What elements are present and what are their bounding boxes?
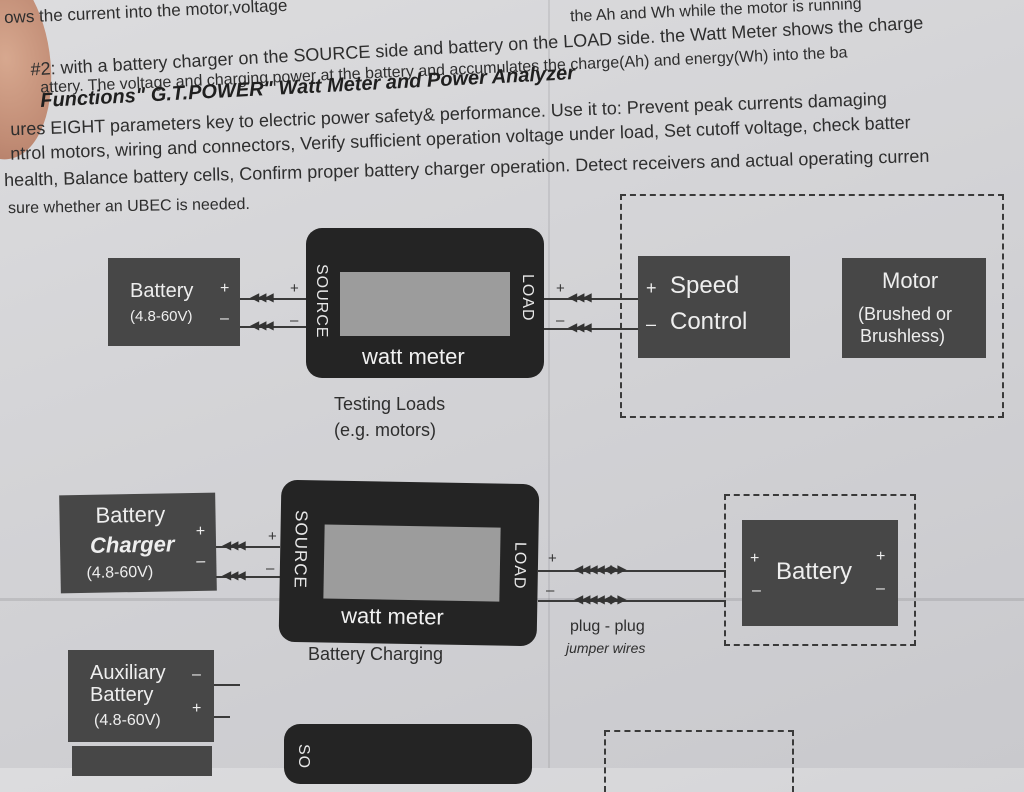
d2-battery-dashed-enclosure [724, 494, 916, 646]
paragraph-line-4: sure whether an UBEC is needed. [7, 195, 251, 218]
charger-minus-sign: – [196, 552, 206, 570]
d3-wire-1 [214, 684, 240, 686]
header-line-1: ows the current into the motor,voltage [3, 0, 288, 28]
meter-2-name: watt meter [340, 602, 444, 630]
d1-wire-plus-right [544, 298, 638, 300]
d2-src-plus: + [268, 528, 277, 545]
meter-1-display [340, 272, 510, 336]
d1-src-minus: – [290, 312, 299, 329]
d2-connector-minus-right: ◀◀◀◀◀▶▶ [574, 592, 627, 606]
auxiliary-battery-box: Auxiliary Battery (4.8-60V) – + [68, 650, 214, 742]
d1-load-plus: + [556, 280, 565, 297]
d2-connector-minus-left: ◀◀◀ [222, 568, 246, 582]
battery-box: Battery (4.8-60V) + – [108, 258, 240, 346]
motor-sub-1: (Brushed or [858, 304, 953, 324]
d2-connector-plus-right: ◀◀◀◀◀▶▶ [574, 562, 627, 576]
aux-range: (4.8-60V) [94, 712, 161, 729]
d1-src-plus: + [290, 280, 299, 297]
meter-1-name: watt meter [362, 344, 465, 369]
meter-2-display [323, 524, 501, 602]
watt-meter-1: SOURCE LOAD watt meter [306, 228, 544, 378]
charge-battery-box: + – + – Battery [742, 520, 898, 626]
charge-battery-minus-right: – [876, 580, 885, 597]
motor-label: Motor [882, 268, 939, 293]
d1-load-minus: – [556, 312, 565, 329]
battery-label: Battery [130, 280, 194, 302]
plug-caption-2: jumper wires [566, 640, 646, 656]
d2-caption: Battery Charging [308, 644, 444, 664]
charge-battery-plus-right: + [876, 548, 886, 565]
watt-meter-2: SOURCE LOAD watt meter [278, 479, 540, 647]
partial-box-bottom-left [72, 746, 212, 776]
battery-plus-sign: + [220, 280, 230, 297]
meter-2-source-label: SOURCE [290, 509, 311, 590]
esc-label-1: Speed [670, 272, 740, 299]
d2-src-minus: – [266, 560, 275, 577]
plug-caption-1: plug - plug [570, 618, 645, 635]
d3-wire-2 [214, 716, 230, 718]
charger-label-1: Battery [95, 501, 166, 528]
charge-battery-plus-left: + [750, 550, 760, 567]
d2-load-minus: – [546, 582, 555, 599]
d1-caption-line-2: (e.g. motors) [334, 420, 437, 440]
aux-plus-sign: + [192, 700, 202, 717]
charge-battery-minus-left: – [752, 582, 761, 599]
d1-connector-plus-left: ◀◀◀ [250, 290, 274, 304]
d2-wire-plus-right [538, 570, 726, 572]
charger-plus-sign: + [195, 522, 206, 540]
d1-wire-plus-left [240, 298, 306, 300]
esc-label-2: Control [670, 308, 748, 335]
esc-minus-sign: – [646, 314, 657, 334]
d2-wire-minus-right [538, 600, 726, 602]
meter-1-load-label: LOAD [519, 274, 536, 322]
motor-sub-2: Brushless) [860, 326, 946, 346]
esc-plus-sign: + [646, 278, 657, 298]
d1-caption-line-1: Testing Loads [334, 394, 446, 414]
charger-label-2: Charger [89, 531, 175, 558]
d2-connector-plus-left: ◀◀◀ [222, 538, 246, 552]
watt-meter-3-partial: SO [284, 724, 532, 784]
d1-load-dashed-enclosure [620, 194, 1004, 418]
d1-connector-minus-left: ◀◀◀ [250, 318, 274, 332]
d2-wire-minus-left [216, 576, 280, 578]
d1-wire-minus-left [240, 326, 306, 328]
d1-wire-minus-right [544, 328, 638, 330]
battery-range: (4.8-60V) [130, 308, 193, 325]
d2-load-plus: + [548, 550, 557, 567]
battery-charger-box: Battery Charger (4.8-60V) + – [59, 492, 217, 594]
motor-box: Motor (Brushed or Brushless) [842, 258, 986, 358]
d2-wire-plus-left [216, 546, 280, 548]
d1-connector-minus-right: ◀◀◀ [568, 320, 592, 334]
aux-label-2: Battery [90, 684, 154, 706]
charger-range: (4.8-60V) [86, 563, 154, 582]
battery-minus-sign: – [220, 310, 229, 327]
paper-fold-vertical [548, 0, 550, 768]
charge-battery-label: Battery [776, 558, 853, 585]
d1-connector-plus-right: ◀◀◀ [568, 290, 592, 304]
speed-control-box: + – Speed Control [638, 256, 790, 358]
meter-3-source-label: SO [295, 744, 312, 770]
meter-1-source-label: SOURCE [313, 264, 330, 339]
meter-2-load-label: LOAD [510, 541, 529, 590]
d3-dashed-enclosure [604, 730, 794, 792]
aux-label-1: Auxiliary [90, 662, 166, 684]
aux-minus-sign: – [192, 666, 201, 683]
